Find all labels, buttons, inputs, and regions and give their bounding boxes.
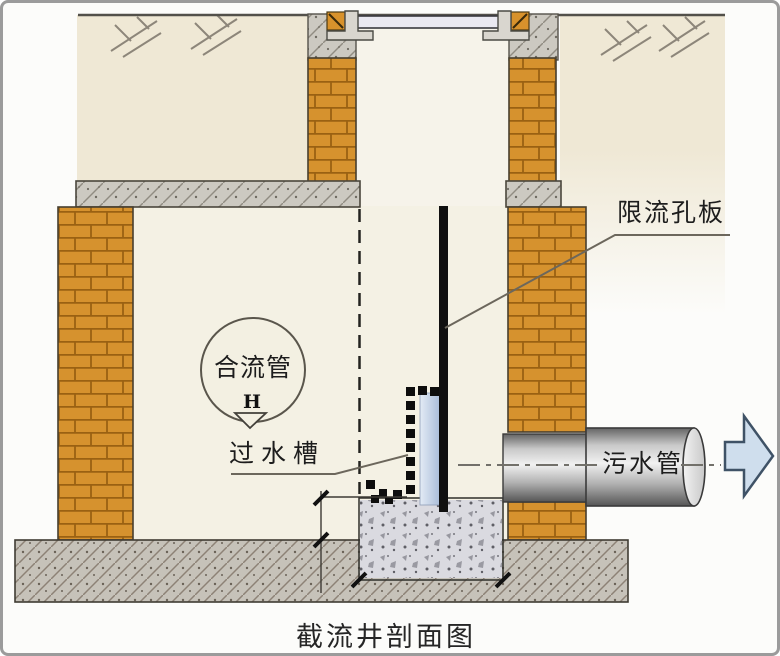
label-water-channel: 过水槽 (229, 439, 326, 468)
level-symbol: H (243, 391, 261, 413)
water-channel-leader (231, 454, 409, 475)
base-block (360, 500, 502, 578)
pipe-end-cap (682, 427, 706, 507)
concrete-slab-right (505, 180, 562, 208)
manhole-shaft (307, 10, 559, 184)
label-orifice-plate: 限流孔板 (617, 198, 726, 227)
manhole-cover (354, 15, 502, 29)
label-sewage-pipe: 污水管 (602, 449, 684, 478)
water-strip (419, 392, 441, 506)
orifice-plate-leader (444, 234, 730, 329)
invert-level-icon (232, 412, 269, 430)
orifice-plate (439, 206, 448, 512)
water-channel (366, 386, 441, 506)
brick-wall-right-upper (507, 206, 587, 433)
combined-pipe-circle (200, 317, 306, 430)
brick-wall-right-lower (507, 501, 587, 541)
ground-soil (77, 13, 725, 315)
dimension-tick-icon (312, 489, 512, 589)
dotted-grate-icon (366, 386, 439, 504)
cover-frame-right (482, 10, 530, 41)
diagram-title: 截流井剖面图 (296, 622, 476, 653)
well-chamber (57, 180, 587, 541)
leader-lines (231, 234, 730, 475)
brick-wall-left (57, 206, 134, 541)
label-combined-pipe: 合流管 (214, 353, 293, 382)
dimension-lines (312, 489, 512, 593)
concrete-slab-left (75, 180, 361, 208)
diagram-canvas (14, 10, 775, 603)
sewage-pipe (458, 427, 721, 507)
flow-arrow-icon (723, 412, 775, 500)
soil-hatch-icon (110, 14, 710, 62)
cover-frame-left (326, 10, 374, 41)
